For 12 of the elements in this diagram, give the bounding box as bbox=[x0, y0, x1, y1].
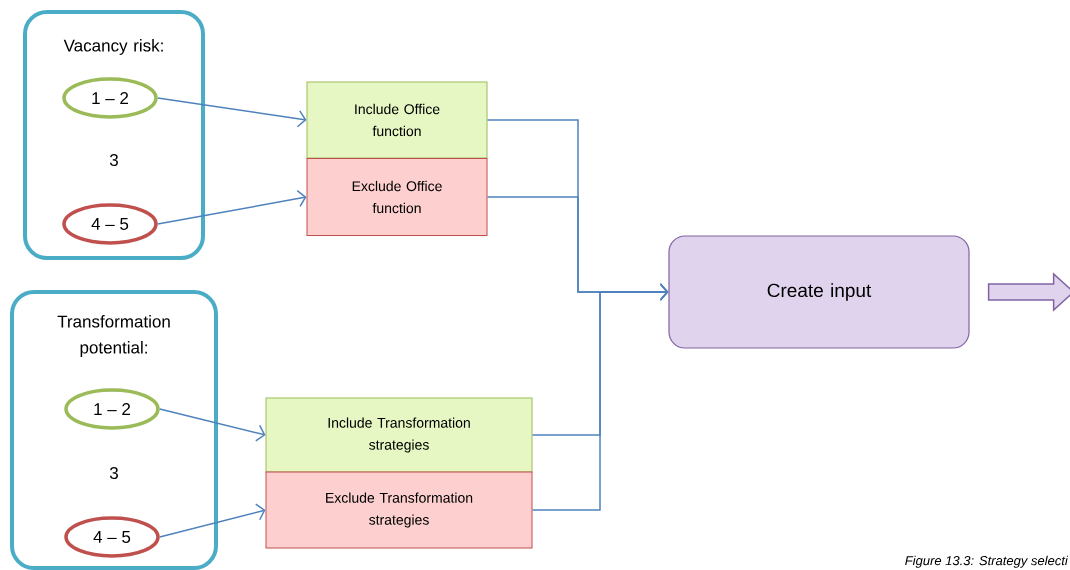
option-box: Exclude Office function bbox=[306, 158, 488, 236]
arrow bbox=[157, 189, 307, 225]
option-box: Include Transformation strategies bbox=[265, 397, 533, 473]
option-box: Include Office function bbox=[306, 81, 488, 159]
arrow bbox=[157, 97, 307, 128]
figure-caption: Figure 13.3: Strategy selecti bbox=[905, 555, 1069, 568]
block-arrow bbox=[987, 272, 1070, 312]
arrow bbox=[159, 408, 266, 442]
process-box: Create input bbox=[668, 235, 970, 349]
option-box: Exclude Transformation strategies bbox=[265, 471, 533, 549]
arrow bbox=[531, 283, 669, 511]
arrow bbox=[159, 503, 266, 538]
